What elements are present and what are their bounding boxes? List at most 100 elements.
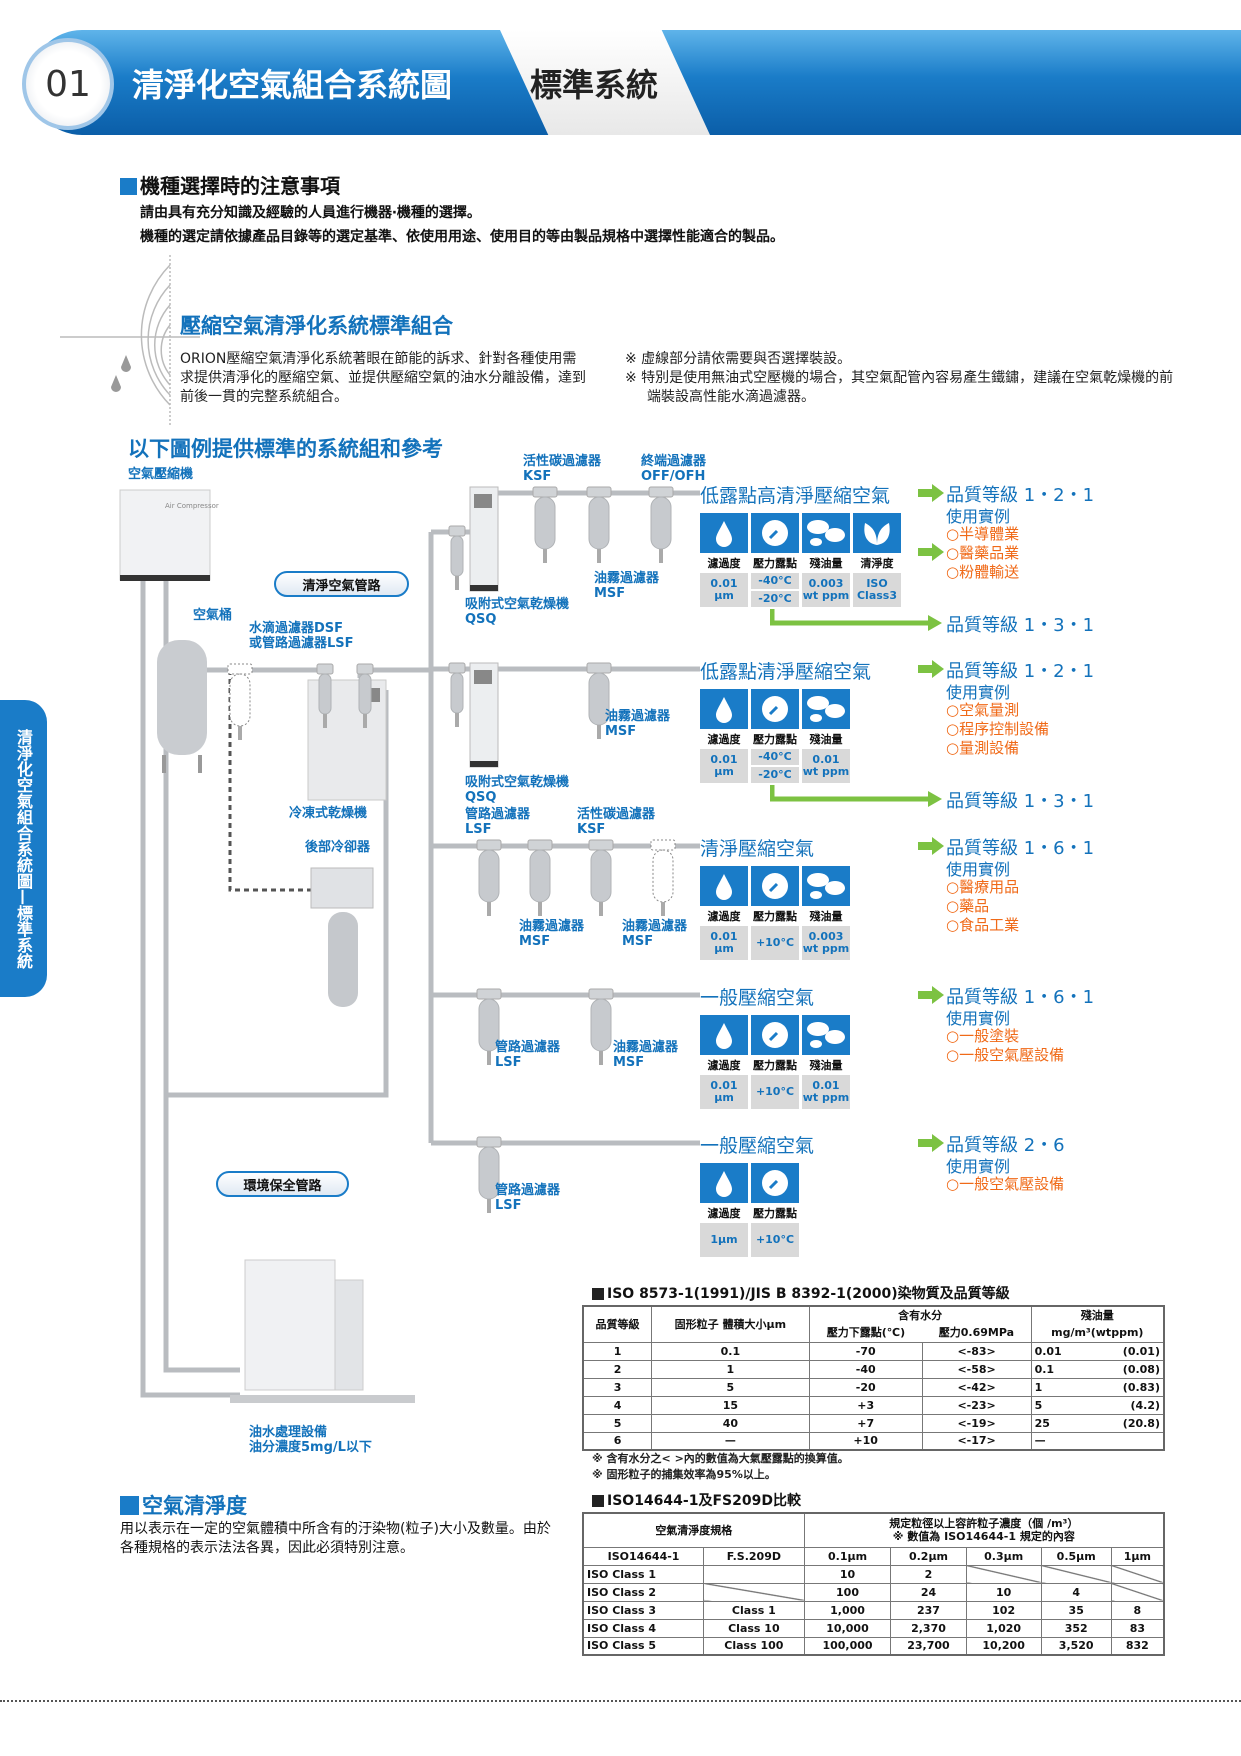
table-cell: Class 10 bbox=[703, 1618, 805, 1638]
air-tank-icon bbox=[157, 640, 207, 773]
table-note: ※ 固形粒子的捕集效率為95%以上。 bbox=[592, 1468, 776, 1481]
table-cell: ISO Class 4 bbox=[582, 1618, 705, 1638]
system-diagram bbox=[119, 486, 700, 1403]
uses-label: 使用實例 bbox=[946, 1157, 1011, 1176]
fridge-dryer-label: 冷凍式乾燥機 bbox=[289, 806, 368, 821]
quality-grade: 品質等級 1・6・1 bbox=[946, 987, 1095, 1008]
col-header: 空氣清淨度規格 bbox=[582, 1512, 805, 1548]
filter-icon bbox=[527, 839, 553, 916]
oil-drops-icon bbox=[802, 1015, 850, 1055]
label-line: 管路過濾器 bbox=[465, 807, 531, 822]
footer-divider bbox=[0, 1700, 1241, 1702]
empty-cell bbox=[703, 1582, 805, 1602]
metric-value: +10°C bbox=[751, 926, 799, 960]
output-title: 清淨壓縮空氣 bbox=[700, 838, 815, 860]
label-line: 管路過濾器 bbox=[495, 1040, 561, 1055]
use-example: ○藥品 bbox=[946, 897, 990, 915]
droplet-icon bbox=[700, 513, 748, 553]
output-title: 低露點清淨壓縮空氣 bbox=[700, 661, 872, 683]
green-arrow-icon bbox=[918, 543, 944, 561]
table-cell: 2,370 bbox=[890, 1618, 967, 1638]
notice-heading: 機種選擇時的注意事項 bbox=[120, 170, 340, 199]
table-cell: 15 bbox=[651, 1395, 810, 1415]
metric-label: 殘油量 bbox=[809, 557, 843, 570]
value-line: wt ppm bbox=[802, 942, 850, 955]
table-cell: (0.01) bbox=[1088, 1341, 1165, 1361]
droplet-icon bbox=[700, 866, 748, 906]
table-cell: (4.2) bbox=[1088, 1395, 1165, 1415]
green-arrow-icon bbox=[918, 1134, 944, 1152]
table-row: 6—+10<-17>— bbox=[582, 1431, 1165, 1451]
metric-label: 壓力露點 bbox=[753, 733, 797, 746]
quality-grade: 品質等級 2・6 bbox=[946, 1135, 1065, 1156]
iso8573-title-text: ISO 8573-1(1991)/JIS B 8392-1(2000)染物質及品… bbox=[607, 1286, 1010, 1302]
col-header: ISO14644-1 bbox=[582, 1546, 705, 1566]
output-title: 一般壓縮空氣 bbox=[700, 987, 815, 1009]
label-line: 油分濃度5mg/L以下 bbox=[249, 1440, 372, 1455]
compressor-label: 空氣壓縮機 bbox=[128, 467, 194, 482]
section-number: 01 bbox=[22, 38, 114, 130]
use-text: 空氣量測 bbox=[959, 701, 1020, 719]
table-cell: 237 bbox=[890, 1600, 967, 1620]
value-line: 0.01 bbox=[710, 577, 738, 590]
table-cell: 10 bbox=[965, 1582, 1042, 1602]
col-header: 0.2μm bbox=[890, 1546, 967, 1566]
empty-cell bbox=[1040, 1564, 1112, 1584]
value-line: wt ppm bbox=[802, 1091, 850, 1104]
gauge-icon bbox=[751, 513, 799, 553]
use-example: ○半導體業 bbox=[946, 525, 1020, 543]
col-header: 0.5μm bbox=[1040, 1546, 1112, 1566]
label-line: 吸附式空氣乾燥機 bbox=[465, 775, 570, 790]
table-cell: 23,700 bbox=[890, 1636, 967, 1656]
adsorption-dryer-icon bbox=[469, 486, 499, 592]
value-line: -20°C bbox=[751, 767, 799, 783]
side-tab[interactable]: 清淨化空氣組合系統圖—標準系統 bbox=[0, 700, 47, 997]
quality-grade: 品質等級 1・2・1 bbox=[946, 661, 1095, 682]
use-example: ○醫療用品 bbox=[946, 878, 1020, 896]
notice-line: 請由具有充分知識及經驗的人員進行機器‧機種的選擇。 bbox=[140, 205, 481, 221]
filter-icon bbox=[586, 662, 612, 739]
table-cell: +3 bbox=[808, 1395, 923, 1415]
table-cell: <-19> bbox=[921, 1413, 1032, 1433]
label-line: 油霧過濾器 bbox=[613, 1040, 679, 1055]
decorative-rings-icon bbox=[60, 255, 200, 425]
use-example: ○一般空氣壓設備 bbox=[946, 1046, 1065, 1064]
filter-icon bbox=[316, 663, 334, 728]
metric-value: +10°C bbox=[751, 1223, 799, 1257]
table-cell: ISO Class 2 bbox=[582, 1582, 705, 1602]
system-title: 壓縮空氣清淨化系統標準組合 bbox=[180, 314, 453, 338]
value-line: μm bbox=[714, 1091, 734, 1104]
label-line: 活性碳過濾器 bbox=[523, 454, 602, 469]
filter-icon bbox=[476, 1136, 502, 1213]
table-cell: 10 bbox=[803, 1564, 892, 1584]
table-cell: -70 bbox=[808, 1341, 923, 1361]
table-cell: 5 bbox=[651, 1377, 810, 1397]
square-bullet-icon bbox=[120, 1496, 139, 1515]
filter-icon bbox=[532, 486, 558, 563]
tank-label: 空氣桶 bbox=[193, 608, 233, 623]
label-line: 終端過濾器 bbox=[641, 454, 707, 469]
label-line: 油霧過濾器 bbox=[605, 709, 671, 724]
note: ※ 特別是使用無油式空壓機的場合，其空氣配管內容易產生鐵鏽，建議在空氣乾燥機的前… bbox=[625, 370, 1174, 405]
label-line: KSF bbox=[577, 822, 606, 837]
label-line: 或管路過濾器LSF bbox=[249, 636, 354, 651]
metric-value: +10°C bbox=[751, 1075, 799, 1109]
table-cell: Class 1 bbox=[703, 1600, 805, 1620]
table-cell bbox=[1088, 1431, 1165, 1451]
metric-label: 清淨度 bbox=[860, 557, 894, 570]
col-header: 含有水分 bbox=[808, 1305, 1032, 1324]
